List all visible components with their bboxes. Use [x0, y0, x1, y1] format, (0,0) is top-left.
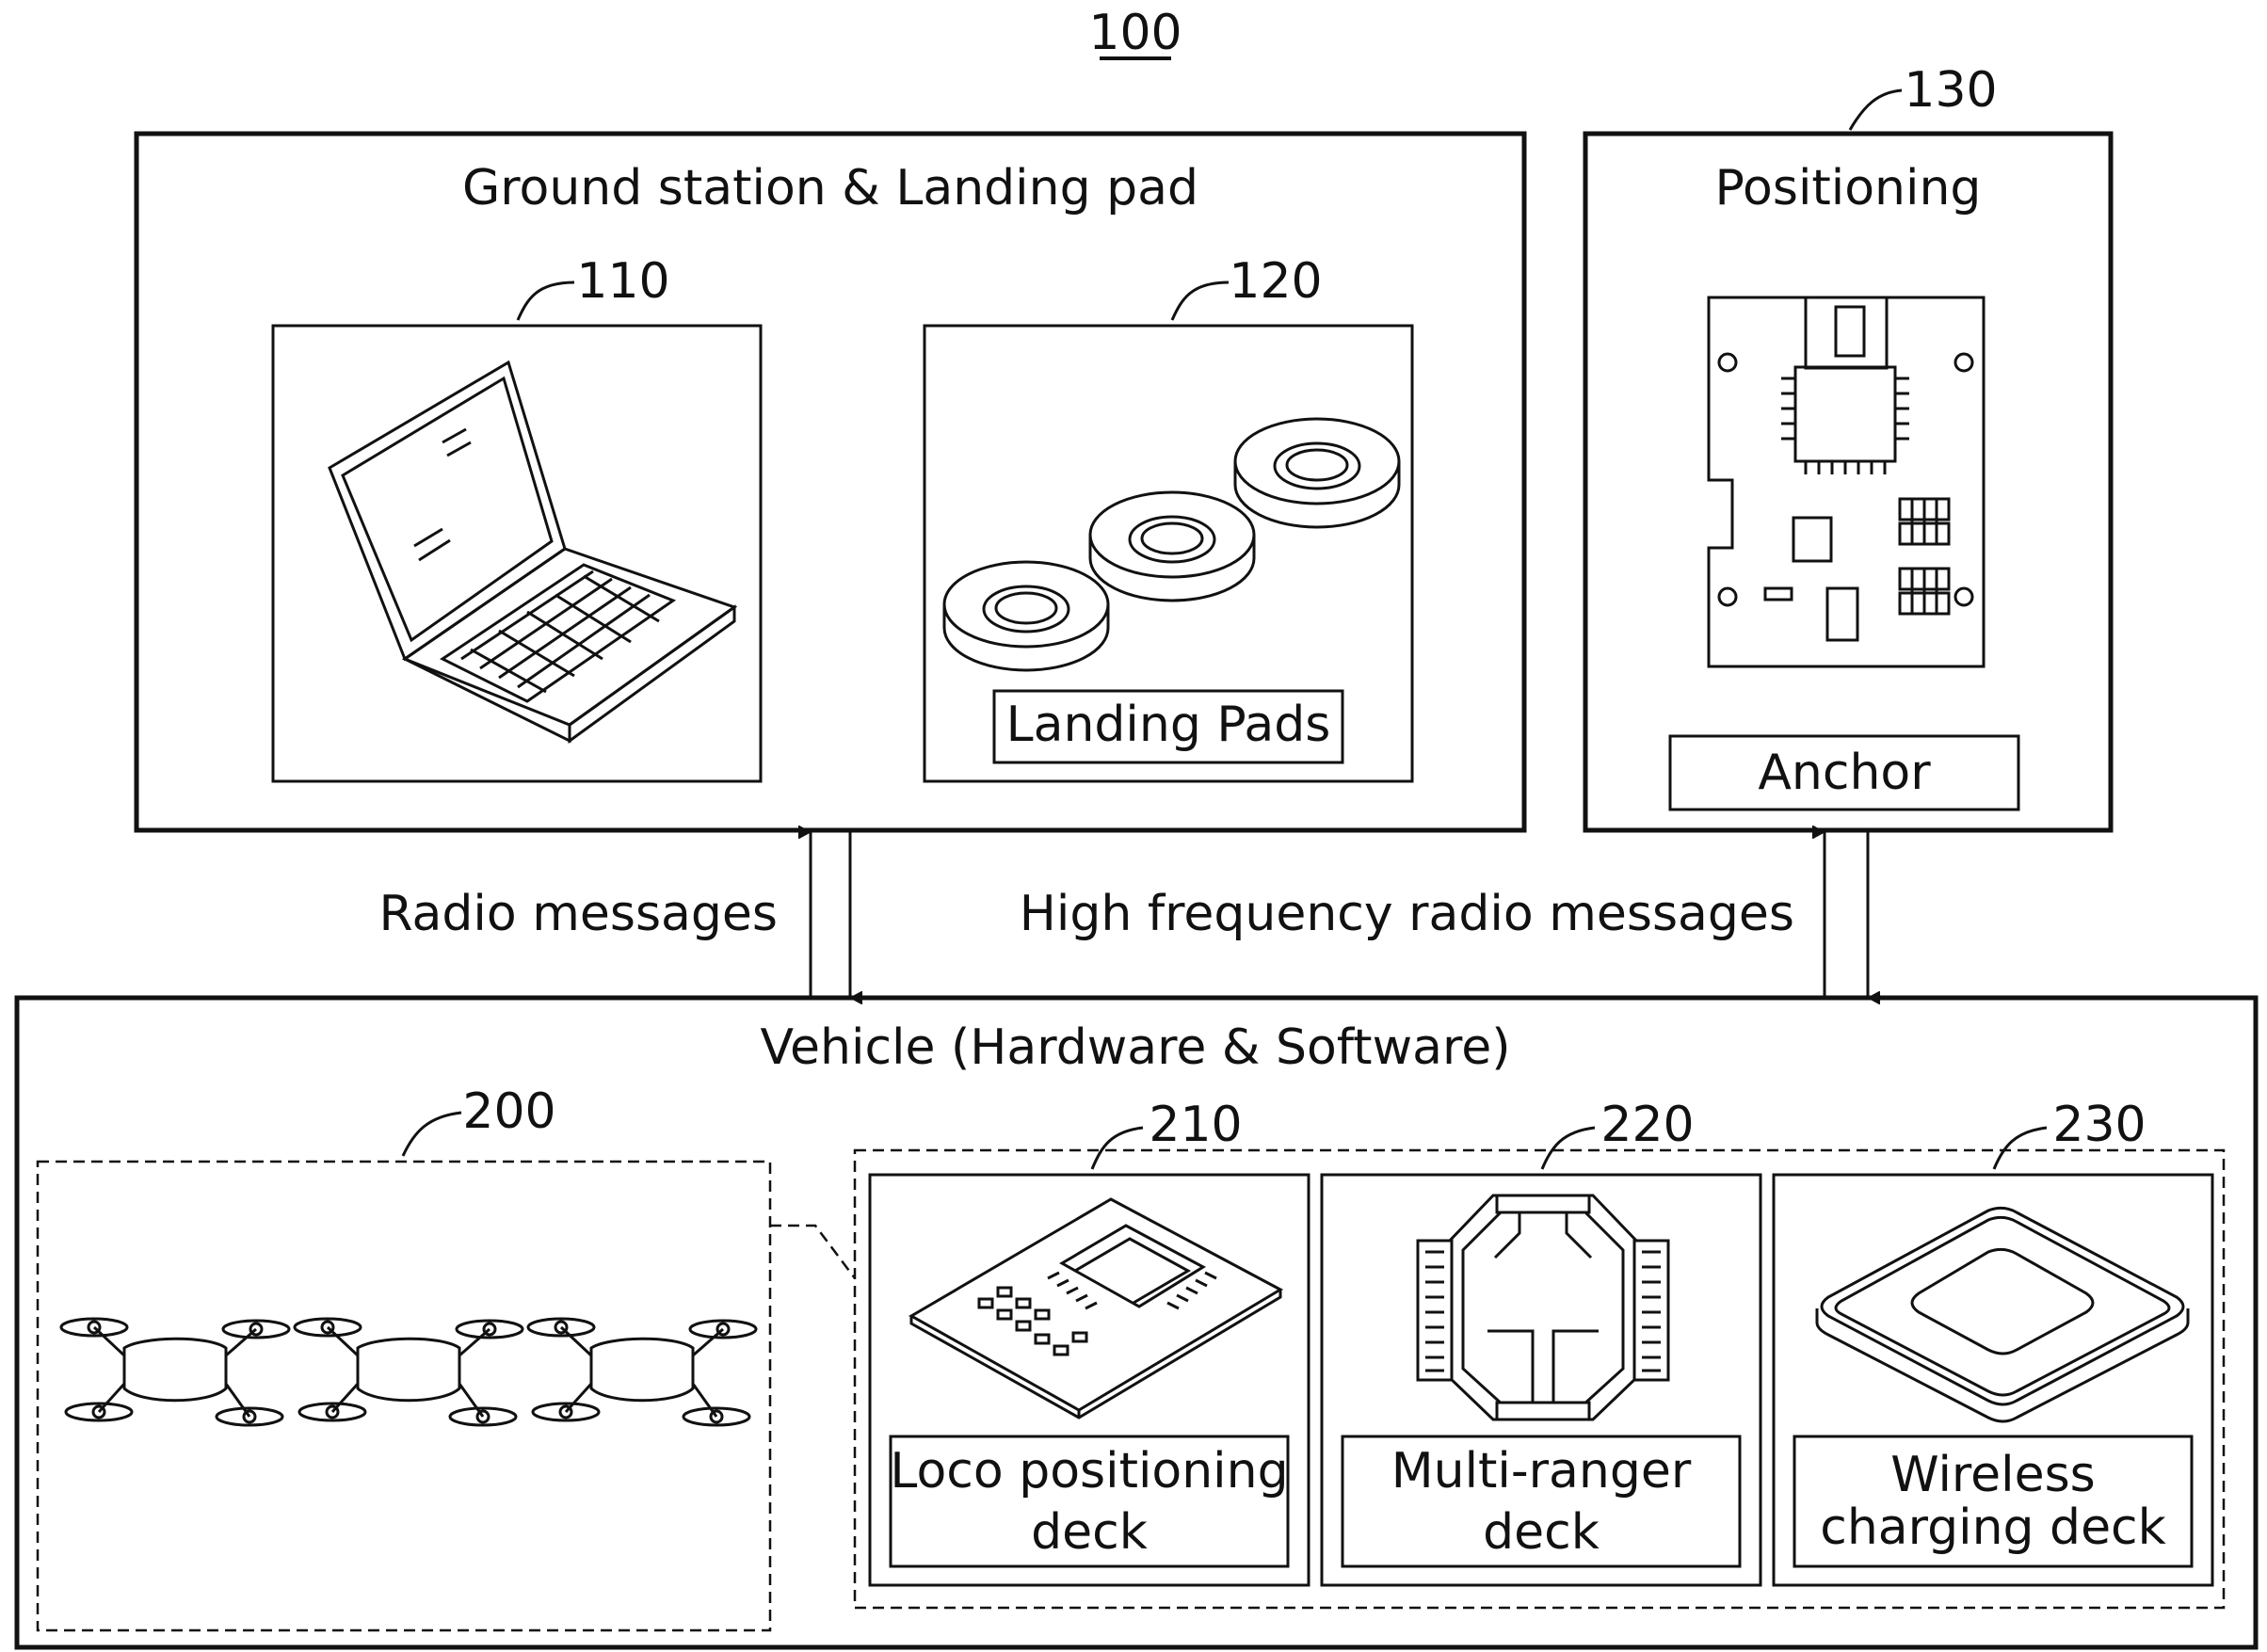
drone-icon — [59, 1317, 291, 1427]
landing-pad-icon — [1088, 490, 1256, 602]
ground-station-title: Ground station & Landing pad — [462, 160, 1198, 217]
laptop-icon — [328, 360, 738, 744]
landing-pad-icons — [942, 417, 1401, 672]
figure-number-text: 100 — [1088, 5, 1182, 61]
high-frequency-label: High frequency radio messages — [1020, 886, 1794, 942]
charging-pad-icon — [1815, 1206, 2190, 1423]
anchor-board-icon — [1707, 296, 1986, 668]
positioning-title: Positioning — [1715, 160, 1982, 217]
deck-210-label-line2: deck — [1031, 1504, 1148, 1561]
decks-panel: 210 Loco po — [853, 1097, 2226, 1610]
multi-ranger-board-icon — [1416, 1194, 1670, 1421]
multi-ranger-deck: 220 Multi-ranger deck — [1320, 1097, 1762, 1587]
loco-positioning-deck: 210 Loco po — [868, 1097, 1310, 1587]
ref-drones: 200 — [462, 1083, 555, 1140]
drone-icon — [293, 1317, 524, 1427]
deck-230-label-line2: charging deck — [1820, 1500, 2166, 1556]
drone-icon — [526, 1317, 758, 1427]
anchor-label: Anchor — [1758, 745, 1931, 801]
ref-pads: 120 — [1229, 253, 1322, 310]
laptop-panel: 110 — [271, 253, 763, 783]
link-arrows — [811, 832, 1868, 998]
loco-board-icon — [908, 1197, 1284, 1419]
ground-station-box: Ground station & Landing pad 110 120 — [134, 131, 1527, 833]
positioning-box: 130 Positioning Anchor — [1583, 62, 2114, 833]
ref-positioning: 130 — [1904, 62, 1997, 119]
deck-220-label-line2: deck — [1483, 1504, 1600, 1561]
ref-laptop: 110 — [576, 253, 669, 310]
landing-pad-icon — [942, 560, 1110, 672]
ref-deck-230: 230 — [2052, 1097, 2146, 1153]
radio-messages-label: Radio messages — [379, 886, 778, 942]
landing-pads-label: Landing Pads — [1006, 697, 1331, 753]
vehicle-box: Vehicle (Hardware & Software) 200 — [14, 995, 2259, 1650]
landing-pad-icon — [1233, 417, 1401, 529]
vehicle-title: Vehicle (Hardware & Software) — [761, 1019, 1511, 1076]
ref-deck-220: 220 — [1600, 1097, 1694, 1153]
wireless-charging-deck: 230 Wireless charging deck — [1772, 1097, 2214, 1587]
deck-210-label-line1: Loco positioning — [890, 1443, 1288, 1500]
deck-220-label-line1: Multi-ranger — [1391, 1443, 1692, 1500]
deck-230-label-line1: Wireless — [1890, 1447, 2096, 1503]
figure-number: 100 — [1088, 5, 1182, 61]
ref-deck-210: 210 — [1149, 1097, 1242, 1153]
landing-pads-panel: 120 — [923, 253, 1414, 783]
drones-panel: 200 — [36, 1083, 856, 1632]
